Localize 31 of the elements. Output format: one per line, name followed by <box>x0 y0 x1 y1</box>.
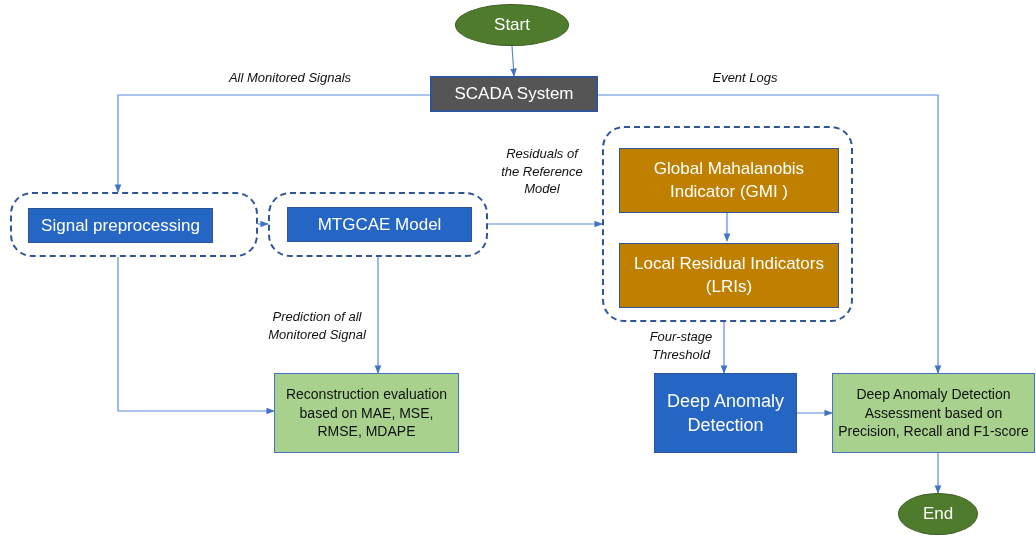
process-box <box>619 243 839 308</box>
node-label: Deep Anomaly Detection <box>665 389 786 437</box>
arrow <box>114 94 431 193</box>
arrow <box>510 45 517 77</box>
node-label: End <box>922 503 954 526</box>
process-box <box>832 373 1035 453</box>
arrow <box>796 409 833 417</box>
arrow <box>934 452 942 494</box>
dashed-group <box>10 192 258 257</box>
process-box <box>287 207 472 242</box>
process-box <box>654 373 797 453</box>
node-label: Start <box>494 14 530 37</box>
node-label: Global Mahalanobis Indicator (GMI ) <box>652 158 806 203</box>
arrow <box>597 94 942 374</box>
arrow <box>117 256 275 415</box>
process-box <box>28 208 213 243</box>
node-label: MTGCAE Model <box>317 213 442 236</box>
process-box <box>619 148 839 213</box>
arrow <box>374 256 382 374</box>
dashed-group <box>268 192 488 257</box>
node-label: Reconstruction evaluation based on MAE, MSE, RMSE, MDAPE <box>284 384 449 442</box>
node-label: Signal preprocessing <box>41 214 200 237</box>
dashed-group <box>602 126 853 322</box>
arrow <box>257 220 269 228</box>
node-label: Deep Anomaly Detection Assessment based on Precision, Recall and F1-score <box>837 384 1030 442</box>
arrow <box>487 220 603 228</box>
arrow <box>720 321 728 374</box>
node-label: SCADA System <box>454 83 574 106</box>
process-box <box>274 373 459 453</box>
node-label: Local Residual Indicators (LRIs) <box>633 253 825 298</box>
process-box <box>430 76 598 112</box>
